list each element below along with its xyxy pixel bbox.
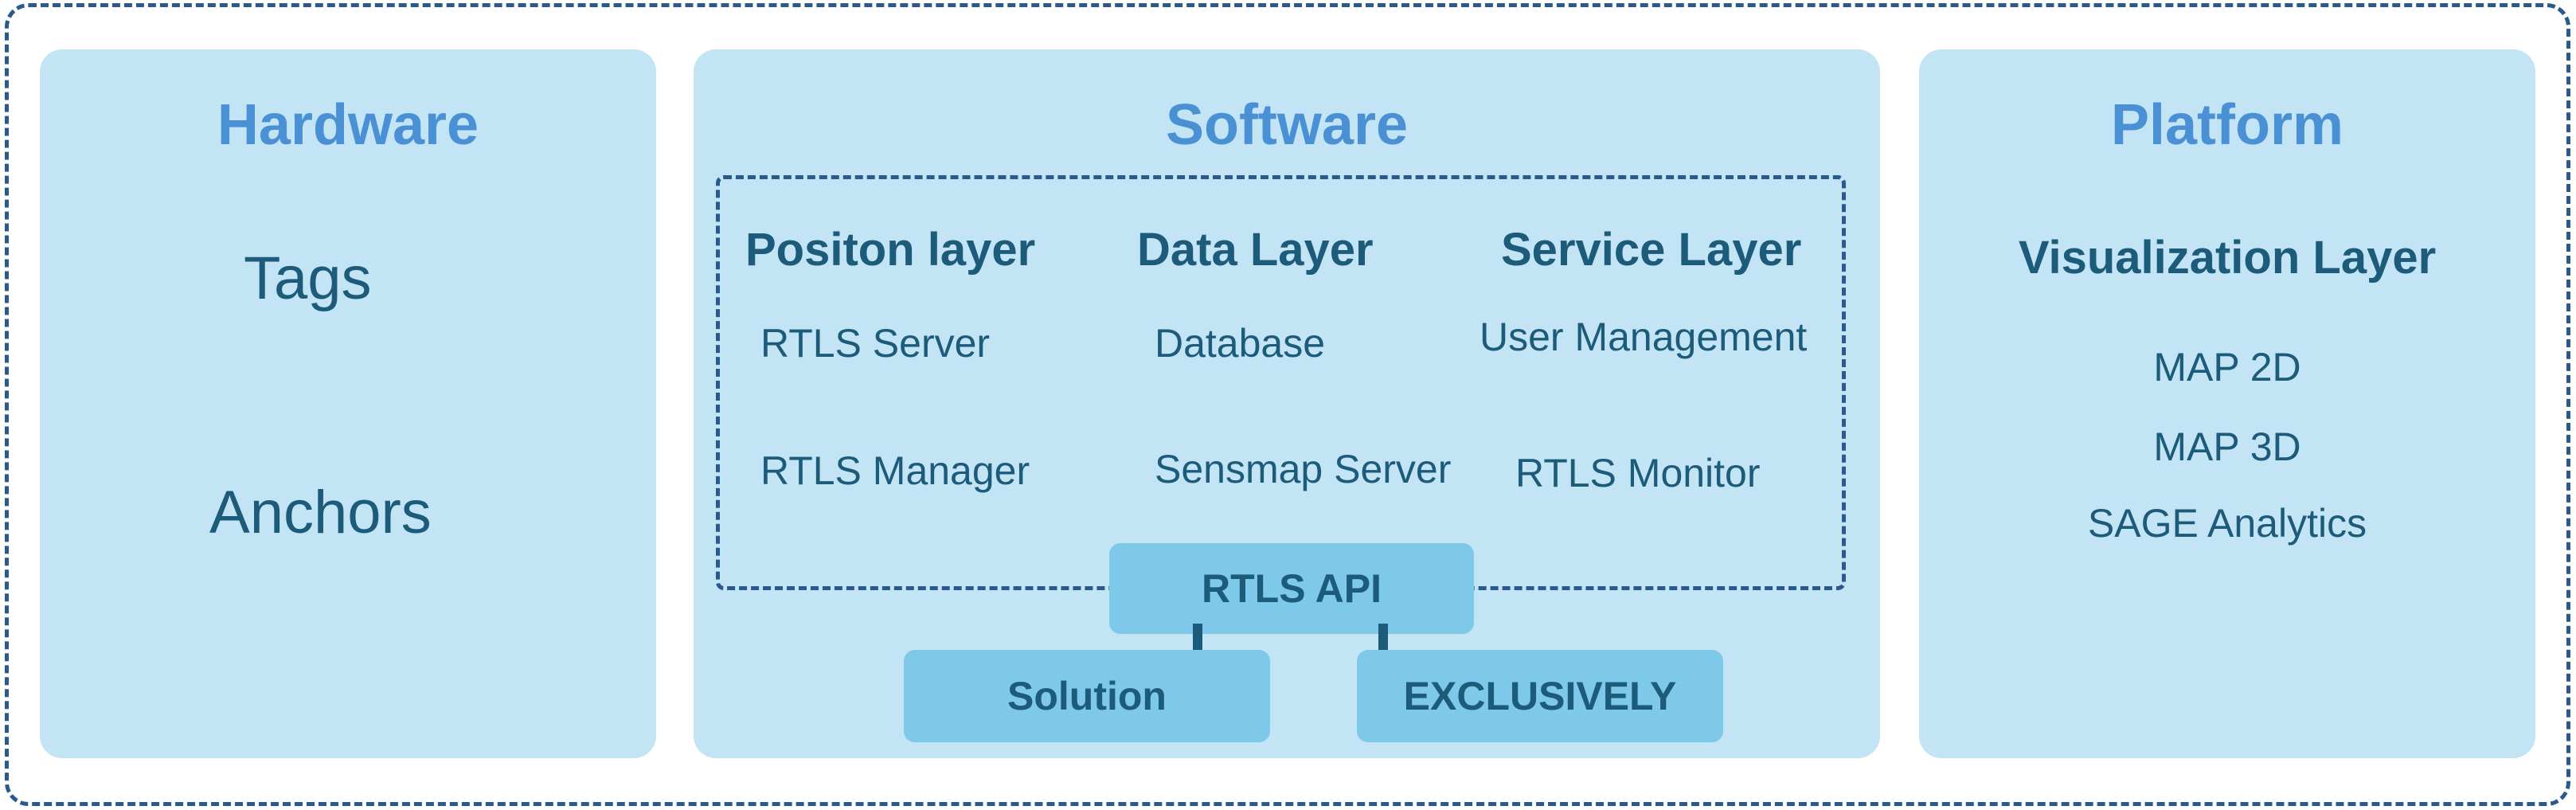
solution-box: Solution: [904, 650, 1270, 742]
software-panel: Software: [694, 49, 1880, 758]
data-layer-heading: Data Layer: [1137, 224, 1374, 276]
positon-layer-heading: Positon layer: [745, 224, 1036, 276]
sage-analytics-label: SAGE Analytics: [2087, 501, 2367, 546]
rtls-api-box: RTLS API: [1109, 543, 1474, 634]
sensmap-server-label: Sensmap Server: [1155, 447, 1452, 491]
map-3d-label: MAP 3D: [2153, 425, 2301, 469]
hardware-item-tags: Tags: [244, 245, 372, 312]
hardware-title: Hardware: [217, 93, 479, 157]
rtls-server-label: RTLS Server: [760, 321, 991, 366]
service-layer-heading: Service Layer: [1501, 224, 1802, 276]
hardware-panel: Hardware Tags Anchors: [40, 49, 656, 758]
exclusively-box: EXCLUSIVELY: [1357, 650, 1723, 742]
platform-panel: Platform Visualization Layer MAP 2D MAP …: [1919, 49, 2535, 758]
platform-title: Platform: [2110, 93, 2344, 157]
user-management-label: User Management: [1480, 315, 1808, 359]
rtls-manager-label: RTLS Manager: [760, 448, 1030, 493]
map-2d-label: MAP 2D: [2153, 345, 2301, 389]
visualization-layer-heading: Visualization Layer: [2018, 232, 2437, 284]
rtls-monitor-label: RTLS Monitor: [1515, 451, 1761, 495]
hardware-item-anchors: Anchors: [209, 479, 432, 546]
software-title: Software: [1165, 93, 1409, 157]
outer-frame: [5, 3, 2570, 806]
database-label: Database: [1155, 321, 1326, 366]
